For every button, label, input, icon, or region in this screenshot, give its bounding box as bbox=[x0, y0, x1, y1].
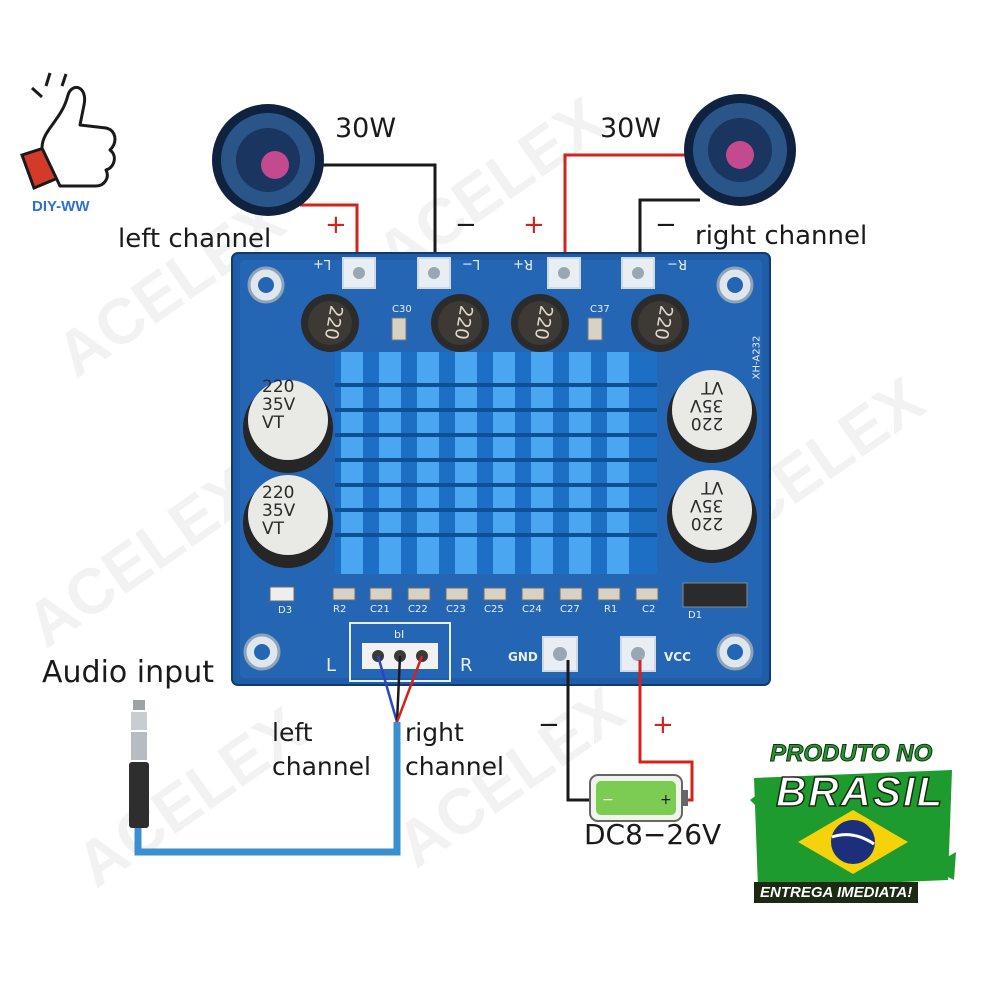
diode-d1 bbox=[682, 582, 748, 608]
right-speaker-icon bbox=[684, 94, 796, 206]
thumbs-up-icon bbox=[20, 72, 117, 190]
terminal-label: L− bbox=[462, 256, 481, 271]
smd-label: C27 bbox=[560, 604, 580, 615]
audio-header-left-label: L bbox=[326, 655, 337, 676]
badge-line-1: PRODUTO NO bbox=[769, 740, 933, 768]
left-speaker-plus-wire bbox=[300, 203, 359, 275]
audio-jack bbox=[129, 700, 149, 828]
left-plus-sign: + bbox=[325, 210, 347, 240]
terminal-label: R− bbox=[667, 256, 687, 271]
power-minus-sign: − bbox=[538, 710, 560, 740]
audio-wire-black bbox=[395, 655, 402, 723]
audio-input-title: Audio input bbox=[42, 655, 214, 690]
terminal-label: L+ bbox=[313, 256, 332, 271]
right-channel-label: right channel bbox=[695, 221, 868, 251]
audio-header-right-label: R bbox=[460, 655, 473, 676]
power-plus-sign: + bbox=[652, 710, 674, 740]
svg-text:−: − bbox=[602, 792, 614, 808]
terminal-label: R+ bbox=[513, 256, 533, 271]
smd-label: R2 bbox=[333, 604, 347, 615]
left-speaker-power: 30W bbox=[335, 113, 397, 144]
badge-background bbox=[750, 770, 956, 888]
vcc-label: VCC bbox=[664, 650, 691, 664]
amplifier-board bbox=[231, 252, 771, 686]
right-speaker-plus-wire bbox=[563, 153, 700, 275]
right-plus-sign: + bbox=[523, 210, 545, 240]
audio-header-mid-label: bI bbox=[394, 628, 405, 641]
battery-icon: − + bbox=[589, 774, 688, 822]
brazil-flag-icon bbox=[798, 810, 908, 874]
audio-cable bbox=[134, 722, 401, 856]
gnd-label: GND bbox=[508, 650, 538, 664]
mounting-holes bbox=[243, 266, 754, 671]
smd-label: C23 bbox=[446, 604, 466, 615]
audio-wire-red bbox=[395, 655, 424, 723]
right-minus-sign: − bbox=[655, 210, 677, 240]
smd-label: C21 bbox=[370, 604, 390, 615]
inductors bbox=[301, 294, 689, 352]
badge-line-2: BRASIL bbox=[775, 767, 945, 816]
board-model: XH-A232 bbox=[751, 335, 763, 380]
left-speaker-minus-wire bbox=[300, 163, 437, 275]
svg-text:+: + bbox=[660, 792, 672, 808]
right-channel-audio-label: right channel bbox=[405, 718, 504, 781]
capacitor-marking: 220 35V VT bbox=[262, 377, 296, 433]
right-speaker-minus-wire bbox=[638, 198, 700, 275]
smd-label: C25 bbox=[484, 604, 504, 615]
badge-line-3: ENTREGA IMEDIATA! bbox=[754, 882, 919, 903]
heatsink bbox=[335, 352, 657, 574]
capacitor-marking: 220 35V VT bbox=[690, 377, 724, 433]
right-speaker-power: 30W bbox=[600, 113, 662, 144]
left-channel-audio-label: left channel bbox=[272, 718, 371, 781]
smd-label: C22 bbox=[408, 604, 428, 615]
smd-label: R1 bbox=[604, 604, 618, 615]
left-speaker-icon bbox=[212, 104, 324, 216]
diode-label: D1 bbox=[688, 610, 703, 621]
audio-wire-blue bbox=[376, 655, 399, 723]
diode-label: D3 bbox=[278, 605, 293, 616]
capacitor-marking: 220 35V VT bbox=[262, 483, 296, 539]
brazil-badge: PRODUTO NO BRASIL ENTREGA IMEDIATA! bbox=[748, 740, 958, 910]
voltage-label: DC8−26V bbox=[584, 818, 722, 851]
smd-components bbox=[332, 587, 659, 601]
brand-logo-text: DIY-WW bbox=[32, 198, 90, 215]
smd-label: C2 bbox=[642, 604, 656, 615]
smd-label: C37 bbox=[590, 304, 610, 315]
capacitor-marking: 220 35V VT bbox=[690, 477, 724, 533]
smd-label: C30 bbox=[392, 304, 412, 315]
capacitors bbox=[243, 370, 757, 568]
power-minus-wire bbox=[566, 660, 592, 802]
smd-label: C24 bbox=[522, 604, 542, 615]
left-channel-label: left channel bbox=[118, 224, 272, 254]
left-minus-sign: − bbox=[455, 210, 477, 240]
